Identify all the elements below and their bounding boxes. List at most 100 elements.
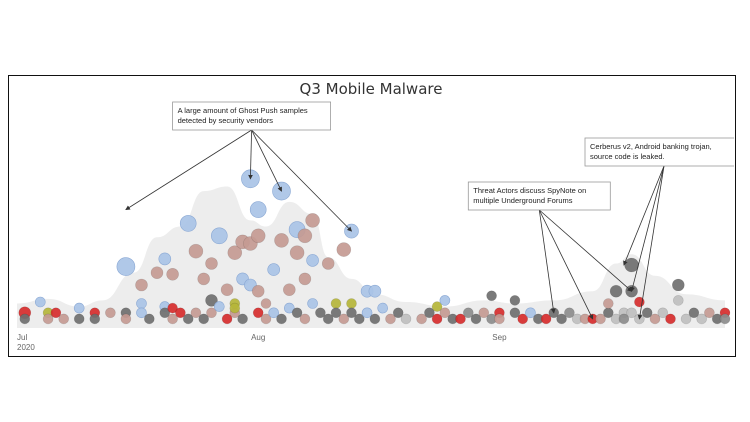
data-point [274, 233, 289, 248]
data-point [260, 298, 272, 309]
data-point [517, 313, 529, 325]
annotation-arrow [251, 129, 353, 232]
density-area [17, 186, 725, 328]
chart-svg: Q3 Mobile Malware A large amount of Ghos… [17, 80, 734, 352]
data-point [150, 266, 164, 279]
data-point [361, 307, 373, 319]
data-point [283, 302, 295, 314]
data-point [509, 307, 521, 319]
data-point [182, 313, 194, 325]
data-point [470, 313, 482, 325]
data-point [42, 313, 54, 325]
data-point [105, 307, 116, 319]
data-point [237, 313, 248, 325]
data-point [307, 298, 318, 309]
data-point [564, 307, 575, 319]
data-point [227, 245, 243, 260]
data-point [205, 294, 218, 307]
data-point [462, 307, 474, 319]
data-point [509, 295, 521, 306]
data-point [179, 215, 197, 232]
data-point [221, 313, 233, 325]
data-point [478, 307, 490, 319]
data-point [34, 296, 46, 308]
data-point [120, 313, 132, 325]
data-point [657, 307, 669, 319]
data-point [73, 302, 85, 314]
annotation-text: Cerberus v2, Android banking trojan, [590, 142, 712, 151]
data-point [486, 290, 497, 302]
data-point [322, 313, 334, 325]
data-point [649, 313, 661, 325]
data-point [211, 227, 228, 245]
x-tick-label: Jul [17, 333, 27, 342]
data-point [19, 313, 31, 325]
data-point [282, 283, 296, 296]
data-point [190, 307, 202, 319]
data-point [58, 313, 70, 325]
annotation-arrow [637, 165, 665, 320]
chart-title: Q3 Mobile Malware [300, 80, 443, 98]
annotation-box-bg [172, 101, 332, 131]
x-tick-label: Sep [492, 333, 507, 342]
annotation-arrow [248, 129, 253, 180]
data-point [431, 313, 443, 325]
data-point [144, 313, 155, 325]
data-point [626, 307, 637, 319]
annotation-text: multiple Underground Forums [473, 196, 572, 205]
data-point [159, 307, 171, 319]
data-point [353, 313, 365, 325]
data-point [249, 201, 267, 218]
data-point [671, 278, 685, 292]
data-point [260, 313, 272, 325]
data-point [556, 313, 567, 325]
data-point [680, 313, 692, 325]
data-point [494, 313, 505, 325]
data-point [618, 313, 630, 325]
data-point [431, 301, 443, 312]
data-point [330, 298, 342, 309]
data-point [252, 307, 264, 319]
data-point [291, 307, 303, 319]
data-point [672, 295, 684, 306]
data-point [346, 307, 357, 319]
data-point [455, 313, 466, 325]
data-point [136, 307, 147, 319]
annotation-arrow [538, 209, 556, 314]
data-point [346, 298, 357, 309]
data-point [540, 313, 552, 325]
data-point [188, 243, 204, 259]
annotation-text: Threat Actors discuss SpyNote on [473, 186, 586, 195]
data-point [297, 228, 313, 244]
annotation-arrow [125, 129, 252, 211]
annotation-box-bg [584, 137, 734, 167]
data-point [595, 313, 606, 325]
data-point [289, 245, 305, 260]
data-point [338, 313, 350, 325]
data-point [696, 313, 708, 325]
data-point [688, 307, 700, 319]
chart-frame: Q3 Mobile Malware A large amount of Ghos… [8, 75, 736, 357]
data-point [158, 252, 172, 266]
data-point [166, 268, 179, 281]
data-point [89, 313, 101, 325]
annotation-text: detected by security vendors [178, 116, 274, 125]
data-point [268, 307, 280, 319]
data-point [525, 307, 536, 319]
data-point [719, 313, 731, 325]
data-point [251, 284, 265, 298]
data-point [400, 313, 412, 325]
data-point [272, 181, 291, 201]
annotation-box: Threat Actors discuss SpyNote onmultiple… [467, 181, 611, 211]
data-point [665, 313, 676, 325]
data-point [641, 307, 653, 319]
data-point [73, 313, 85, 325]
data-point [439, 295, 451, 306]
data-point [206, 307, 217, 319]
data-point [175, 307, 186, 319]
data-point [116, 257, 136, 276]
data-point [424, 307, 435, 319]
data-point [368, 284, 382, 298]
data-point [229, 302, 241, 314]
data-point [205, 257, 218, 270]
